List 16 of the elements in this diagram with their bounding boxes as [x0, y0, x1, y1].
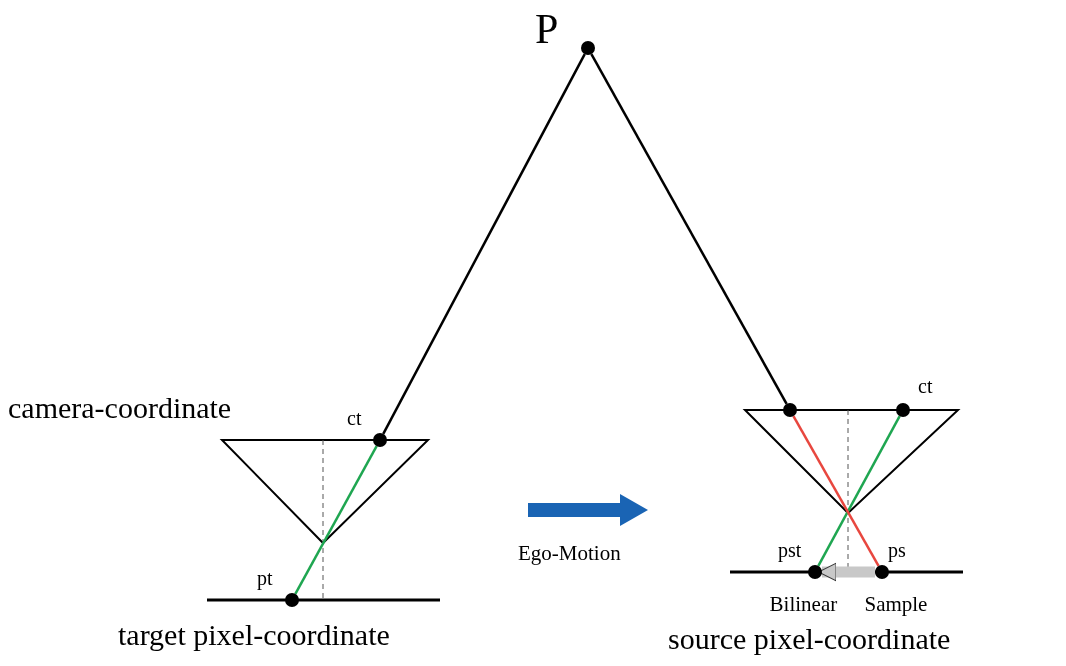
- projection-line: [382, 53, 586, 435]
- projection-line: [294, 445, 378, 595]
- point-label: ct: [918, 376, 933, 396]
- point-label: pt: [257, 568, 273, 588]
- projection-line: [817, 415, 901, 567]
- projection-line: [590, 53, 788, 405]
- point-label: ps: [888, 540, 906, 560]
- point-label: ct: [347, 408, 362, 428]
- caption-text: camera-coordinate: [8, 393, 232, 423]
- caption-text: source pixel-coordinate: [668, 624, 951, 654]
- point-label: pst: [778, 540, 802, 560]
- motion-label: Ego-Motion: [518, 543, 621, 564]
- point-label: P: [535, 8, 559, 50]
- edge-label: Bilinear Sample: [769, 594, 928, 615]
- projection-line: [792, 415, 880, 567]
- caption-text: target pixel-coordinate: [118, 620, 390, 650]
